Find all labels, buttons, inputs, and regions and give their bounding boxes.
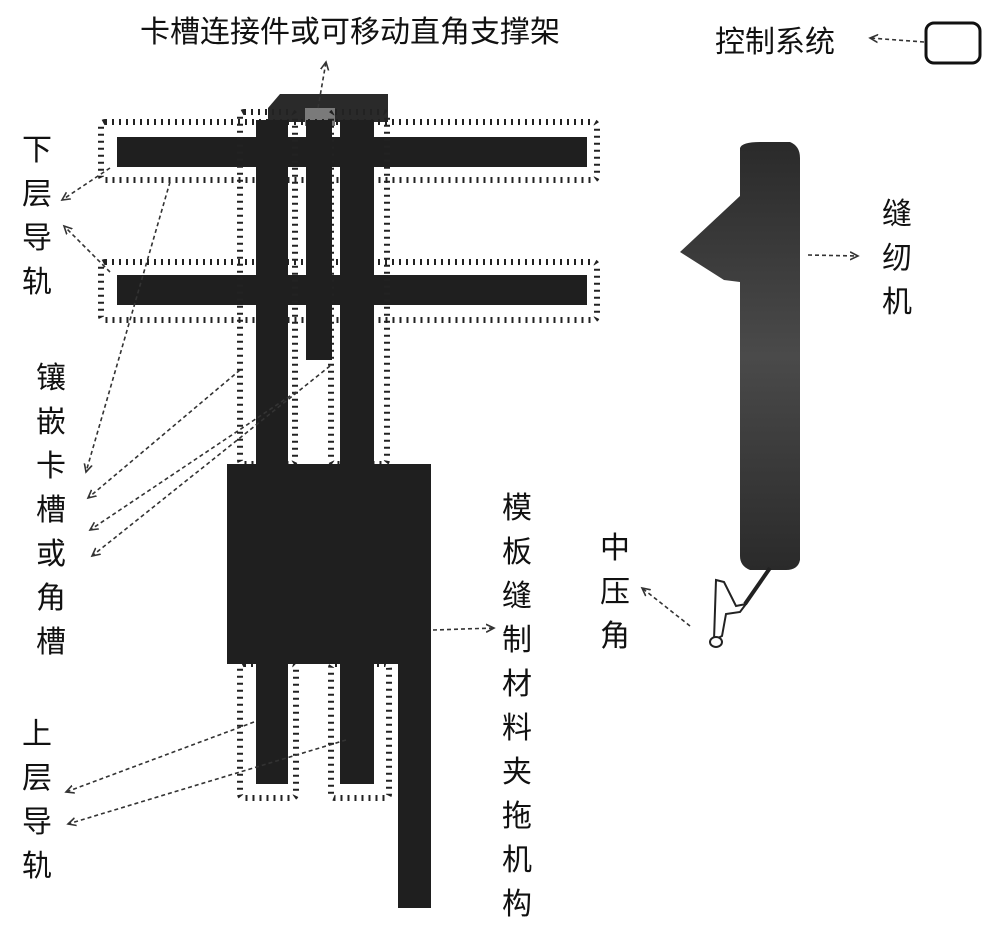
sewing-machine <box>680 142 800 570</box>
upper-rail-arrow-1 <box>66 721 255 792</box>
inlay-groove-arrow-1 <box>86 181 171 472</box>
lower-rail-char-3: 导 <box>22 221 52 256</box>
lower-rail-char-1: 下 <box>22 133 52 168</box>
upper-rail-char-4: 轨 <box>22 849 52 884</box>
inlay-groove-arrow-2 <box>88 369 241 498</box>
lower-rail-label: 下 层 导 轨 <box>22 133 52 300</box>
template-mechanism-rod <box>398 664 431 908</box>
inlay-groove-char-1: 镶 <box>36 361 66 396</box>
sewing-machine-char-3: 机 <box>882 285 912 320</box>
inlay-groove-char-2: 嵌 <box>36 405 66 440</box>
sewing-machine-char-1: 缝 <box>882 197 912 232</box>
template-mechanism-char-9: 机 <box>502 843 532 878</box>
template-mechanism-char-6: 料 <box>502 711 532 746</box>
upper-rail-char-1: 上 <box>22 717 52 752</box>
inlay-groove-char-4: 槽 <box>36 493 66 528</box>
lower-rail-char-4: 轨 <box>22 265 52 300</box>
lower-rail-char-2: 层 <box>22 177 52 212</box>
template-mechanism-char-1: 模 <box>502 491 532 526</box>
template-mechanism-char-5: 材 <box>502 667 532 702</box>
upper-rail-char-3: 导 <box>22 805 52 840</box>
control-system-label: 控制系统 <box>715 25 835 60</box>
inlay-groove-char-3: 卡 <box>36 449 66 484</box>
inlay-groove-arrow-4 <box>92 365 331 556</box>
template-mechanism-char-8: 拖 <box>502 799 532 834</box>
sewing-machine-arrow <box>807 255 858 256</box>
template-mechanism-char-4: 制 <box>502 623 532 658</box>
middle-presser-char-3: 角 <box>600 619 630 654</box>
sewing-machine-char-2: 纫 <box>882 241 912 276</box>
middle-presser-char-2: 压 <box>600 575 630 610</box>
inlay-groove-arrow-3 <box>90 391 297 530</box>
inlay-groove-char-7: 槽 <box>36 625 66 660</box>
control-system-box <box>924 21 982 65</box>
template-mechanism-char-3: 缝 <box>502 579 532 614</box>
template-mechanism-char-2: 板 <box>502 535 532 570</box>
template-mechanism-char-10: 构 <box>502 887 532 922</box>
middle-presser-foot <box>709 566 772 648</box>
upper-rail-char-2: 层 <box>22 761 52 796</box>
upper-rail-label: 上 层 导 轨 <box>22 717 52 884</box>
template-mechanism-label: 模 板 缝 制 材 料 夹 拖 机 构 <box>502 491 532 922</box>
template-mechanism-arrow <box>432 628 494 630</box>
template-mechanism-block <box>227 464 431 664</box>
control-system-arrow <box>870 38 925 42</box>
sewing-machine-label: 缝 纫 机 <box>882 197 912 320</box>
inlay-groove-char-5: 或 <box>36 537 66 572</box>
lower-rail-arrow-2 <box>64 226 111 273</box>
vertical-rails <box>237 109 392 801</box>
lower-rail-arrow-1 <box>62 167 111 200</box>
top-connector-label: 卡槽连接件或可移动直角支撑架 <box>140 15 560 50</box>
template-mechanism-char-7: 夹 <box>502 755 532 790</box>
upper-rail-arrow-2 <box>68 739 347 824</box>
middle-presser-char-1: 中 <box>600 531 630 566</box>
middle-presser-label: 中 压 角 <box>600 531 630 654</box>
middle-presser-arrow <box>642 588 691 627</box>
inlay-groove-label: 镶 嵌 卡 槽 或 角 槽 <box>36 361 66 660</box>
inlay-groove-char-6: 角 <box>36 581 66 616</box>
top-connector-arrow <box>317 62 326 109</box>
